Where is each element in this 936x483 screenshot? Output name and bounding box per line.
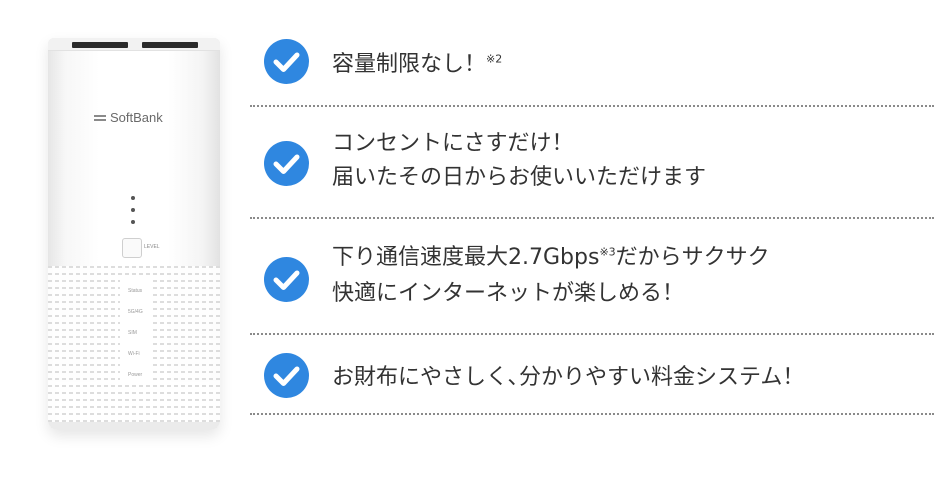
feature-text-line2: 快適にインターネットが楽しめる！: [332, 281, 685, 306]
check-circle-icon: [264, 353, 309, 398]
feature-text: 下り通信速度最大2.7Gbps※3だからサクサク: [332, 245, 770, 270]
dotted-divider: [250, 333, 934, 335]
device-top-slot: [142, 42, 198, 48]
softbank-logo: SoftBank: [94, 110, 163, 125]
indicator-dots: [131, 196, 135, 232]
status-led-strip: [120, 278, 150, 382]
feature-text: 容量制限なし！※2: [332, 52, 503, 77]
check-circle-icon: [264, 141, 309, 186]
status-led-labels: Status 5G/4G SIM Wi-Fi Power: [128, 281, 143, 386]
device-base: [48, 422, 220, 430]
status-label: Wi-Fi: [128, 351, 140, 357]
brand-name: SoftBank: [110, 110, 163, 125]
device-top-rim: [48, 38, 220, 51]
status-label: SIM: [128, 330, 137, 336]
router-device-image: SoftBank LEVEL Status 5G/4G SIM Wi-Fi Po…: [48, 38, 220, 430]
dotted-divider: [250, 413, 934, 415]
softbank-mark-icon: [94, 114, 106, 121]
check-circle-icon: [264, 257, 309, 302]
status-label: Power: [128, 372, 143, 378]
dotted-divider: [250, 105, 934, 107]
level-button-icon: [122, 238, 142, 258]
dotted-divider: [250, 217, 934, 219]
footnote-mark: ※2: [486, 52, 503, 66]
level-label: LEVEL: [144, 244, 160, 250]
status-label: 5G/4G: [128, 309, 143, 315]
feature-text-line2: 届いたその日からお使いいただけます: [332, 165, 707, 190]
check-circle-icon: [264, 39, 309, 84]
footnote-mark: ※3: [599, 245, 616, 259]
feature-text: お財布にやさしく､分かりやすい料金システム！: [332, 365, 805, 390]
feature-text: コンセントにさすだけ！: [332, 131, 574, 156]
device-top-slot: [72, 42, 128, 48]
status-label: Status: [128, 288, 143, 294]
